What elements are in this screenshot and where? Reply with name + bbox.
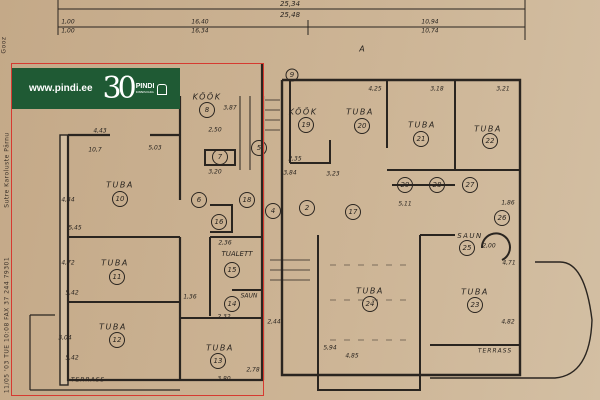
- dimension: 2,78: [246, 366, 260, 374]
- room-label: KÖÖK: [192, 92, 222, 102]
- dimension: 4,71: [502, 259, 516, 267]
- space-number: 26: [494, 210, 510, 226]
- space-number: 5: [251, 140, 267, 156]
- room-number: 24: [362, 296, 378, 312]
- dimension: 2,00: [482, 242, 496, 250]
- brand-logo: PINDI KINNISVARA: [136, 83, 155, 94]
- dimension: 5,11: [398, 200, 412, 208]
- dim-left-a: 1,00: [61, 18, 75, 26]
- house-icon: [157, 84, 168, 95]
- dimension: 2,44: [267, 318, 281, 326]
- room-label: TUBA: [206, 343, 234, 353]
- corner-label: Gooz: [0, 36, 8, 54]
- room-label: TUBA: [356, 286, 384, 296]
- room-number: 23: [467, 297, 483, 313]
- room-number: 21: [413, 131, 429, 147]
- dimension: 3,20: [208, 168, 222, 176]
- dimension: 3,18: [430, 85, 444, 93]
- brand-name: PINDI: [135, 83, 155, 90]
- fax-header-text: 11/05 '03 TUE 10:08 FAX 37 244 79301: [3, 256, 11, 394]
- space-number: 17: [345, 204, 361, 220]
- dim-right-a: 10,94: [421, 18, 439, 26]
- room-number: 22: [482, 133, 498, 149]
- dimension: 2,35: [288, 155, 302, 163]
- pindi-banner[interactable]: www.pindi.ee 30 PINDI KINNISVARA: [12, 68, 180, 109]
- dimension: 10,7: [88, 146, 102, 154]
- dim-right-b: 10,74: [421, 27, 439, 35]
- room-number: 11: [109, 269, 125, 285]
- room-number: 19: [298, 117, 314, 133]
- terrace-label: TERRASS: [477, 347, 513, 355]
- space-number: 6: [191, 192, 207, 208]
- space-number: 27: [462, 177, 478, 193]
- brand-subtitle: KINNISVARA: [135, 90, 154, 94]
- dimension: 1,86: [501, 199, 515, 207]
- dim-mid-b: 16,34: [191, 27, 209, 35]
- room-number: 14: [224, 296, 240, 312]
- room-number: 15: [224, 262, 240, 278]
- anniversary-logo: 30: [102, 70, 137, 106]
- room-label: KÖÖK: [288, 107, 318, 117]
- dimension: 2,32: [217, 313, 231, 321]
- room-number: 10: [112, 191, 128, 207]
- dimension: 5,42: [65, 354, 79, 362]
- space-number: 28: [429, 177, 445, 193]
- dimension: 2,50: [208, 126, 222, 134]
- dimension: 5,42: [65, 289, 79, 297]
- dimension: 5,94: [323, 344, 337, 352]
- room-label: TUBA: [101, 258, 129, 268]
- dimension: 4,25: [368, 85, 382, 93]
- dimension: 5,45: [68, 224, 82, 232]
- dimension: 5,03: [148, 144, 162, 152]
- dim-left-b: 1,00: [61, 27, 75, 35]
- section-mark: A: [359, 44, 365, 54]
- dimension: 2,36: [218, 239, 232, 247]
- room-label: TUBA: [106, 180, 134, 190]
- dimension: 3,80: [217, 375, 231, 383]
- space-number: 4: [265, 203, 281, 219]
- dimension: 3,04: [58, 334, 72, 342]
- room-label: TUBA: [408, 120, 436, 130]
- dim-total-b: 25,48: [279, 11, 301, 19]
- room-number: 13: [210, 353, 226, 369]
- dimension: 3,21: [496, 85, 510, 93]
- dimension: 4,72: [61, 259, 75, 267]
- room-label: TUALETT: [221, 250, 253, 258]
- space-number: 29: [397, 177, 413, 193]
- room-number: 12: [109, 332, 125, 348]
- space-number: 18: [239, 192, 255, 208]
- highlight-frame: [11, 63, 264, 396]
- space-number: 16: [211, 214, 227, 230]
- space-number: 7: [212, 149, 228, 165]
- terrace-label: TERRASS: [70, 376, 106, 384]
- room-label: TUBA: [474, 124, 502, 134]
- room-label: TUBA: [461, 287, 489, 297]
- dim-total-a: 25,34: [279, 0, 301, 8]
- dimension: 4,34: [61, 196, 75, 204]
- room-label: SAUN: [240, 292, 258, 300]
- room-label: TUBA: [346, 107, 374, 117]
- room-number: 8: [199, 102, 215, 118]
- dimension: 4,82: [501, 318, 515, 326]
- dimension: 3,84: [283, 169, 297, 177]
- room-number: 20: [354, 118, 370, 134]
- dimension: 3,87: [223, 104, 237, 112]
- room-number: 25: [459, 240, 475, 256]
- room-label: TUBA: [99, 322, 127, 332]
- dimension: 3,23: [326, 170, 340, 178]
- room-label: SAUN: [457, 232, 483, 240]
- address-text: Sutre Karoluste Pärnu: [3, 132, 11, 208]
- website-url[interactable]: www.pindi.ee: [29, 83, 93, 94]
- space-number: 9: [289, 71, 295, 79]
- dimension: 1,36: [183, 293, 197, 301]
- dimension: 4,85: [345, 352, 359, 360]
- dimension: 4,43: [93, 127, 107, 135]
- dim-mid-a: 16,40: [191, 18, 209, 26]
- space-number: 2: [299, 200, 315, 216]
